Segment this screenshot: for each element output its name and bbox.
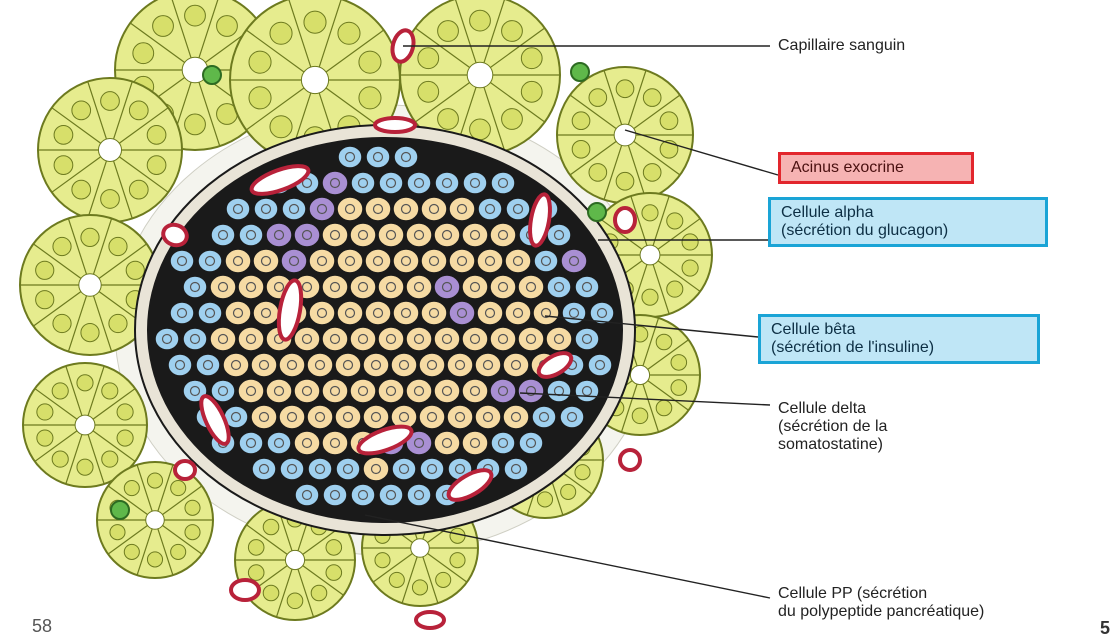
acinus — [97, 462, 213, 578]
label-cellule-delta: Cellule delta (sécrétion de la somatosta… — [778, 400, 887, 454]
green-cell — [111, 501, 129, 519]
green-cell — [588, 203, 606, 221]
acinus — [38, 78, 182, 222]
capillary — [375, 118, 415, 132]
green-cell — [203, 66, 221, 84]
label-capillaire-sanguin: Capillaire sanguin — [778, 37, 905, 55]
capillary — [175, 461, 195, 479]
page-number-left: 58 — [32, 616, 52, 637]
label-cellule-pp: Cellule PP (sécrétion du polypeptide pan… — [778, 585, 984, 621]
capillary — [231, 580, 259, 600]
label-cellule-beta: Cellule bêta (sécrétion de l'insuline) — [758, 314, 1040, 364]
acinus — [557, 67, 693, 203]
page-number-right: 5 — [1100, 618, 1110, 639]
capillary — [615, 208, 635, 232]
label-cellule-alpha: Cellule alpha (sécrétion du glucagon) — [768, 197, 1048, 247]
islet-of-langerhans — [135, 125, 635, 535]
green-cell — [571, 63, 589, 81]
capillary — [416, 612, 444, 628]
capillary — [620, 450, 640, 470]
label-acinus-exocrine: Acinus exocrine — [778, 152, 974, 184]
